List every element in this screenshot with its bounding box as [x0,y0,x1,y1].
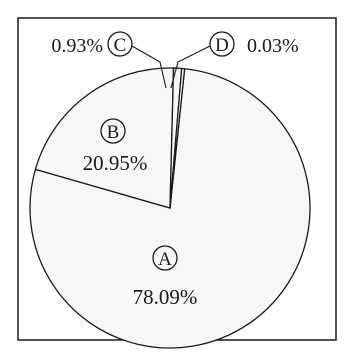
slice-c-letter-circle [107,31,133,57]
slice-a-letter: A [158,249,172,270]
slice-d-leader-line [170,45,211,89]
slice-c-letter: C [114,35,127,56]
slice-c-value: 0.93% [51,35,103,57]
slice-d-letter: D [215,35,229,56]
slice-d-label: D 0.03% [170,31,299,89]
slice-b-value: 20.95% [83,151,148,175]
slice-d-value: 0.03% [247,35,299,57]
slice-a-label: A 78.09% [133,245,198,309]
slice-b-letter: B [107,122,120,143]
slice-a-letter-circle [152,245,178,271]
slice-b-label: B 20.95% [83,118,148,175]
slice-c-label: 0.93% C [51,31,167,89]
slices-layer [29,67,311,349]
slice-d-letter-circle [209,31,235,57]
pie-slice-d [169,67,186,209]
slice-b-letter-circle [100,118,126,144]
slice-a-value: 78.09% [133,285,198,309]
slice-c-leader-line [131,45,167,89]
pie-slice-b [34,67,175,209]
